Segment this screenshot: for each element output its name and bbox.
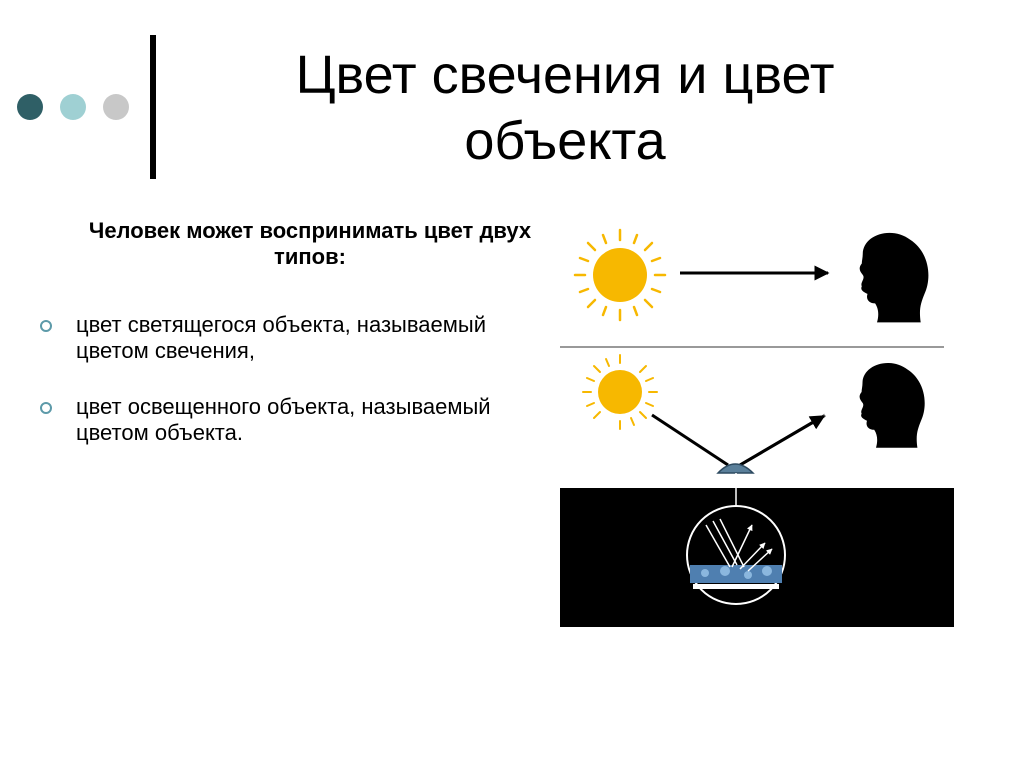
- head-icon-top: [859, 232, 929, 323]
- slide-subtitle: Человек может воспринимать цвет двух тип…: [88, 218, 532, 269]
- decor-dot-mid: [60, 94, 86, 120]
- bullet-list: цвет светящегося объекта, называемый цве…: [40, 312, 540, 476]
- bullet-item: цвет светящегося объекта, называемый цве…: [40, 312, 540, 364]
- title-divider: [150, 35, 156, 179]
- object-surface: [716, 463, 755, 474]
- decor-dot-light: [103, 94, 129, 120]
- bullet-icon: [40, 402, 52, 414]
- sun-icon-bottom: [582, 354, 658, 430]
- surface-magnifier-icon: [686, 505, 786, 605]
- incident-ray: [651, 413, 729, 467]
- bullet-icon: [40, 320, 52, 332]
- head-icon-bottom: [859, 363, 925, 448]
- bullet-text: цвет освещенного объекта, называемый цве…: [76, 394, 491, 445]
- bullet-item: цвет освещенного объекта, называемый цве…: [40, 394, 540, 446]
- bullet-text: цвет светящегося объекта, называемый цве…: [76, 312, 486, 363]
- illustration: [560, 228, 954, 627]
- decor-dot-dark: [17, 94, 43, 120]
- slide-title: Цвет свечения и цвет объекта: [295, 45, 835, 171]
- sun-icon-top: [573, 228, 667, 322]
